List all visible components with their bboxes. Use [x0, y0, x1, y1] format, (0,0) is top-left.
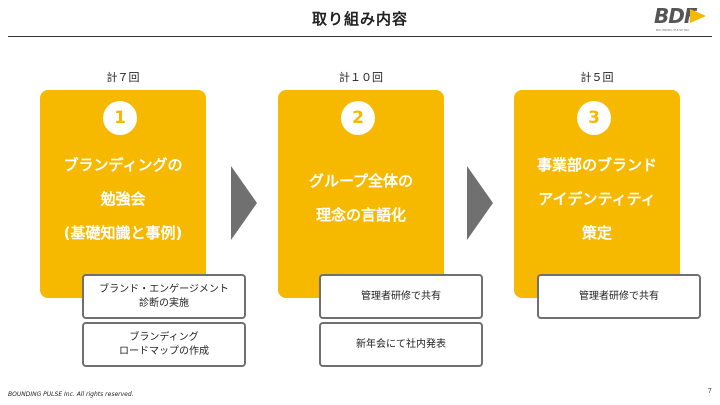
step-1-count: 計７回 [106, 71, 140, 84]
step-2-number: 2 [341, 101, 375, 135]
step-3-card: 3 事業部のブランド アイデンティティ 策定 [514, 90, 680, 298]
task-line: ロードマップの作成 [119, 345, 209, 357]
step-1-title-line: ブランディングの [63, 156, 183, 174]
step-1-title-line: 勉強会 [100, 190, 146, 208]
task-line: 診断の実施 [139, 297, 189, 309]
logo-tagline: BOUNDING PULSE INC. [656, 28, 691, 32]
task-line: 管理者研修で共有 [579, 290, 659, 302]
step-1-title-line: (基礎知識と事例) [63, 224, 183, 242]
title-divider [8, 36, 712, 37]
step-2-title-line: 理念の言語化 [315, 206, 406, 224]
step-2-title-line: グループ全体の [308, 172, 414, 190]
step-3-title-line: アイデンティティ [538, 190, 656, 208]
step-1-card: 1 ブランディングの 勉強会 (基礎知識と事例) [40, 90, 206, 298]
step-3-task-box: 管理者研修で共有 [537, 274, 701, 319]
page-title: 取り組み内容 [311, 10, 408, 28]
step-2-card: 2 グループ全体の 理念の言語化 [278, 90, 444, 298]
step-2-count: 計１０回 [339, 71, 383, 84]
page-number: 7 [707, 387, 712, 395]
copyright-notice: BOUNDING PULSE Inc. All rights reserved. [8, 391, 134, 398]
step-3-title-line: 策定 [581, 224, 612, 242]
task-line: ブランド・エンゲージメント [99, 283, 229, 295]
step-3-count: 計５回 [580, 71, 614, 84]
step-1-title: ブランディングの 勉強会 (基礎知識と事例) [40, 148, 206, 250]
task-line: 新年会にて社内発表 [356, 338, 446, 350]
step-1-number: 1 [103, 101, 137, 135]
step-1-task-box: ブランド・エンゲージメント 診断の実施 [82, 274, 246, 319]
step-1-task-box: ブランディング ロードマップの作成 [82, 322, 246, 367]
bdf-logo: BDF BOUNDING PULSE INC. [654, 4, 716, 34]
arrow-right-icon [231, 166, 257, 240]
task-line: 管理者研修で共有 [361, 290, 441, 302]
step-3-title: 事業部のブランド アイデンティティ 策定 [514, 148, 680, 250]
step-3-number: 3 [577, 101, 611, 135]
step-2-title: グループ全体の 理念の言語化 [278, 164, 444, 232]
step-2-task-box: 管理者研修で共有 [319, 274, 483, 319]
step-2-task-box: 新年会にて社内発表 [319, 322, 483, 367]
task-line: ブランディング [129, 331, 199, 343]
step-3-title-line: 事業部のブランド [536, 156, 657, 174]
arrow-right-icon [467, 166, 493, 240]
logo-flag-icon [690, 9, 706, 23]
